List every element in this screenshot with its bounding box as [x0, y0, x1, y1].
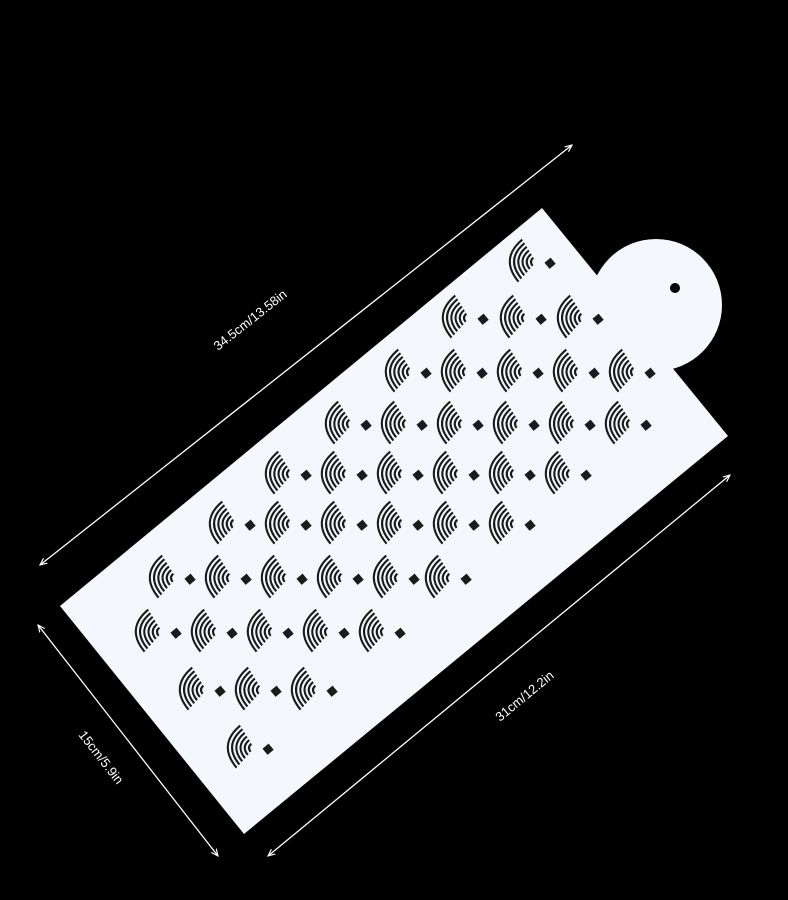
dimension-label-width: 15cm/5.9in	[76, 728, 127, 787]
scale-fan	[376, 450, 424, 495]
scale-fan	[608, 348, 656, 393]
scale-fan	[384, 348, 432, 393]
scale-fan	[432, 450, 480, 495]
scale-fan	[492, 400, 540, 445]
scale-fan	[148, 554, 196, 599]
scale-fan	[508, 238, 556, 283]
scale-fan	[372, 554, 420, 599]
scale-fan	[302, 608, 350, 653]
scale-fan	[324, 400, 372, 445]
scale-fan	[290, 666, 338, 711]
scale-fan	[552, 348, 600, 393]
scale-fan	[320, 450, 368, 495]
scale-fan	[488, 450, 536, 495]
scale-fan	[424, 554, 472, 599]
stencil-plate	[60, 208, 728, 834]
stencil-sheet	[60, 208, 728, 834]
scale-fan	[226, 724, 274, 769]
scale-fan	[208, 500, 256, 545]
scale-fan	[488, 500, 536, 545]
scale-fan	[436, 400, 484, 445]
scale-fan	[204, 554, 252, 599]
scale-fan	[556, 294, 604, 339]
scale-fan	[316, 554, 364, 599]
scale-fan	[260, 554, 308, 599]
scale-fan	[264, 500, 312, 545]
scale-fan	[358, 608, 406, 653]
scale-fan	[376, 500, 424, 545]
scale-fan	[178, 666, 226, 711]
scale-fan	[380, 400, 428, 445]
scale-fan	[320, 500, 368, 545]
hanging-hole	[670, 283, 680, 293]
scale-fan	[499, 294, 547, 339]
dimension-label-length: 31cm/12.2in	[492, 668, 556, 725]
scale-fan	[548, 400, 596, 445]
scale-fan	[234, 666, 282, 711]
scale-fan	[604, 400, 652, 445]
scale-pattern	[134, 238, 656, 769]
scale-fan	[432, 500, 480, 545]
scale-fan	[441, 294, 489, 339]
scale-fan	[246, 608, 294, 653]
scale-fan	[134, 608, 182, 653]
scale-fan	[440, 348, 488, 393]
dimension-label-long-edge: 34.5cm/13.58in	[211, 286, 290, 353]
scale-fan	[544, 450, 592, 495]
scale-fan	[190, 608, 238, 653]
scale-fan	[264, 450, 312, 495]
scale-fan	[496, 348, 544, 393]
